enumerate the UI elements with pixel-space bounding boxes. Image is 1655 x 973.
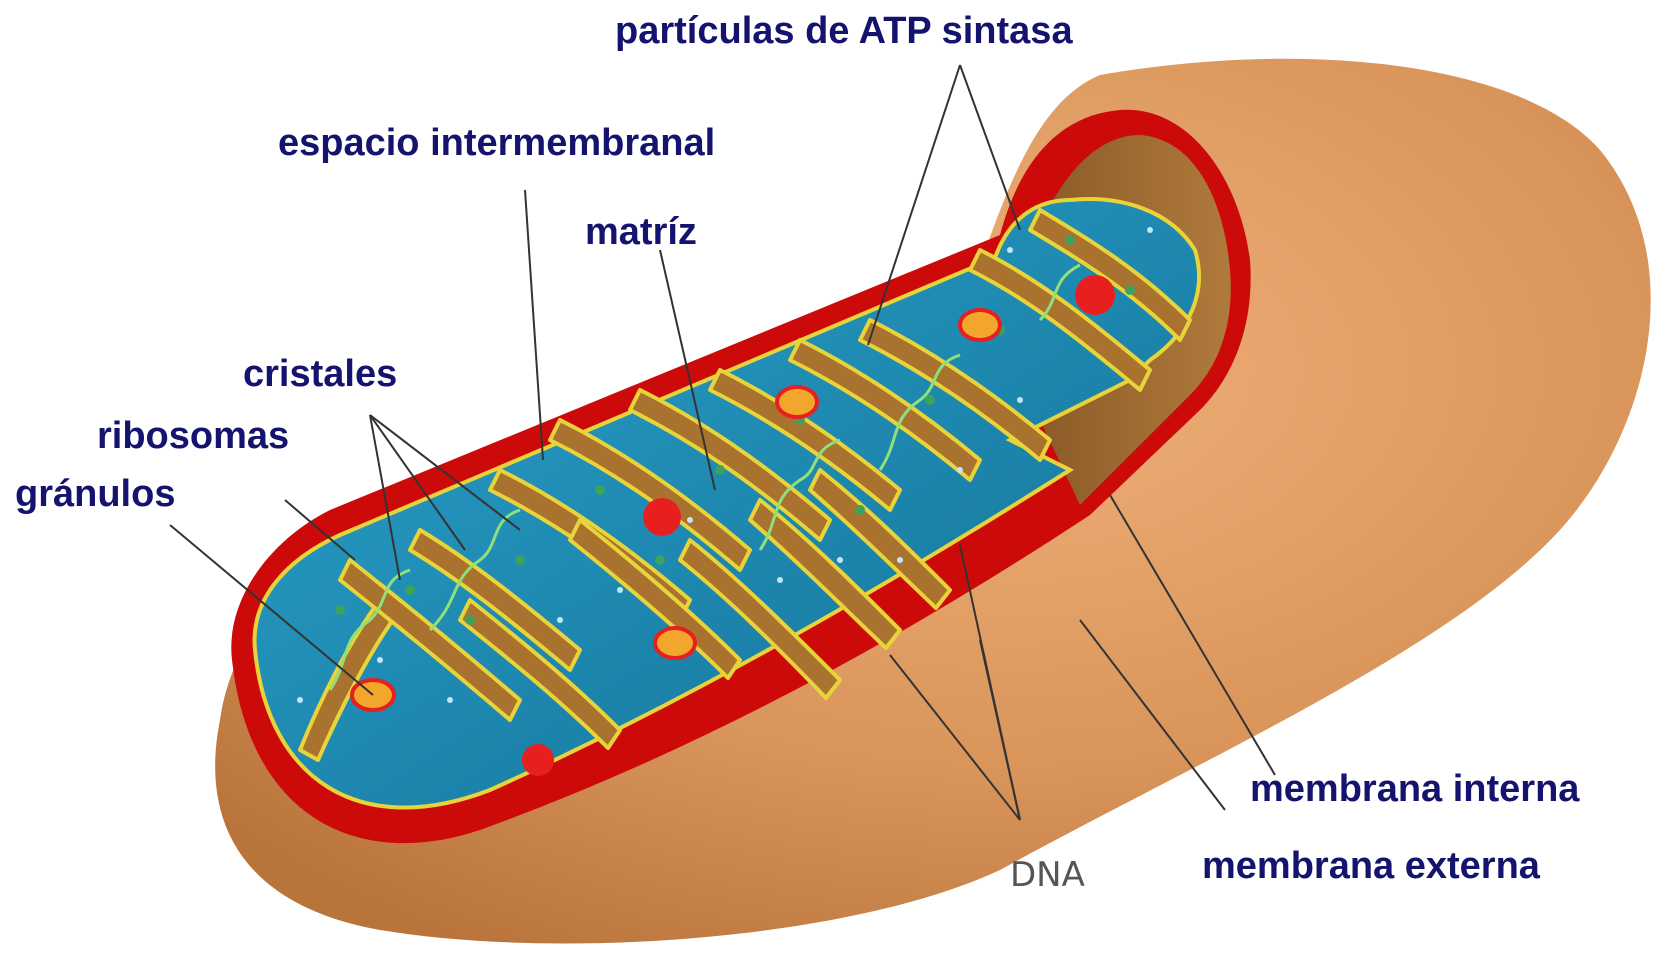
ribosome (465, 615, 475, 625)
label-intermembrane-space: espacio intermembranal (278, 124, 715, 162)
label-matrix: matríz (585, 213, 697, 251)
label-atp-synthase: partículas de ATP sintasa (615, 12, 1073, 50)
leader-atp-2 (960, 65, 1020, 230)
label-outer-membrane: membrana externa (1202, 847, 1540, 885)
label-inner-membrane: membrana interna (1250, 770, 1579, 808)
label-ribosomes: ribosomas (97, 417, 289, 455)
granule (1075, 275, 1115, 315)
granule (643, 498, 681, 536)
granule (522, 744, 554, 776)
ribosome (655, 555, 665, 565)
ribosome (715, 465, 725, 475)
label-granules: gránulos (15, 475, 175, 513)
ribosome (1065, 235, 1075, 245)
granule (655, 628, 695, 658)
leader-intermembrane (525, 190, 543, 460)
ribosome (335, 605, 345, 615)
granule (777, 387, 817, 417)
ribosome (405, 585, 415, 595)
label-dna: DNA (1010, 858, 1085, 892)
ribosome (1125, 285, 1135, 295)
granule (960, 310, 1000, 340)
label-cristae: cristales (243, 355, 397, 393)
ribosome (595, 485, 605, 495)
ribosome (925, 395, 935, 405)
ribosome (515, 555, 525, 565)
ribosome (855, 505, 865, 515)
